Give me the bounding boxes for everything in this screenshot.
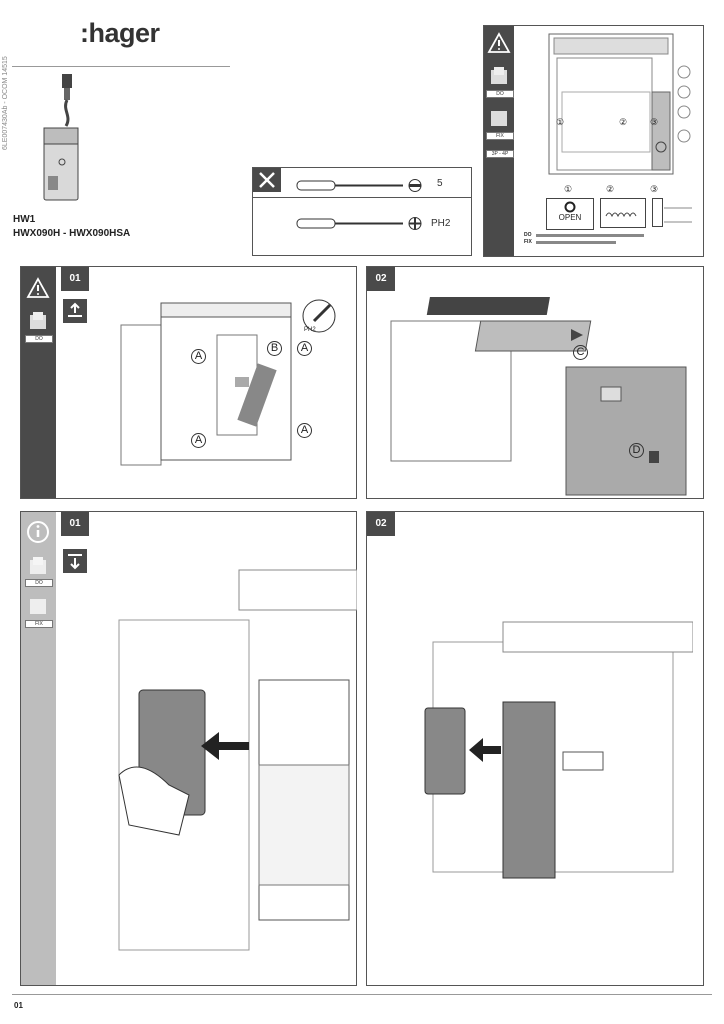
info-icon bbox=[27, 521, 49, 543]
module-insertion-illustration bbox=[118, 569, 357, 951]
product-module-illustration bbox=[43, 74, 79, 201]
remove-icon bbox=[63, 299, 87, 323]
legend-fix: FIX bbox=[524, 239, 532, 245]
callout-d: D bbox=[629, 443, 644, 458]
phillips-screwdriver-icon bbox=[296, 217, 422, 230]
step-3-sidebar: DO FIX bbox=[21, 512, 56, 985]
open-label: OPEN bbox=[558, 213, 582, 222]
callout-b: B bbox=[267, 341, 282, 356]
module-installed-illustration bbox=[424, 621, 693, 879]
warning-sidebar: DO FIX 3P - 4P bbox=[484, 26, 514, 256]
insert-icon bbox=[63, 549, 87, 573]
drawout-icon bbox=[491, 67, 507, 84]
step-panel-3: DO FIX 01 bbox=[20, 511, 357, 986]
callout-a: A bbox=[191, 349, 206, 364]
tools-header bbox=[253, 168, 281, 192]
phillips-tool-callout-icon bbox=[302, 299, 336, 333]
step-marker-3: ③ bbox=[650, 117, 659, 127]
drawout-icon bbox=[30, 312, 46, 329]
tools-icon bbox=[259, 172, 275, 188]
drawout-icon bbox=[30, 557, 46, 574]
step-number: 01 bbox=[61, 512, 89, 536]
warning-icon bbox=[487, 32, 511, 53]
warning-icon bbox=[26, 277, 50, 298]
step-number: 01 bbox=[61, 267, 89, 291]
legend-do: DO bbox=[524, 232, 532, 238]
tag-do: DO bbox=[25, 335, 53, 343]
tools-panel: 5 PH2 bbox=[252, 167, 472, 256]
footer-divider bbox=[12, 994, 712, 995]
step-marker-1: ① bbox=[556, 117, 565, 127]
detail-marker-2: ② bbox=[606, 184, 615, 194]
step-1-sidebar: DO bbox=[21, 267, 56, 498]
legend-fix-bar bbox=[536, 241, 616, 244]
phillips-screwdriver-size: PH2 bbox=[431, 218, 451, 229]
legend-do-bar bbox=[536, 234, 644, 237]
header-divider bbox=[12, 66, 230, 67]
breaker-illustration bbox=[120, 302, 292, 466]
callout-a: A bbox=[191, 433, 206, 448]
flat-screwdriver-size: 5 bbox=[437, 178, 443, 189]
tag-do: DO bbox=[25, 579, 53, 587]
fixed-icon bbox=[491, 111, 507, 126]
breaker-front-view bbox=[548, 33, 691, 175]
tag-do: DO bbox=[486, 90, 514, 98]
open-indicator: OPEN bbox=[546, 198, 594, 230]
step-panel-2: 02 C D bbox=[366, 266, 704, 499]
callout-c: C bbox=[573, 345, 588, 360]
step-number: 02 bbox=[367, 512, 395, 536]
fixed-icon bbox=[30, 599, 46, 614]
spring-indicator bbox=[600, 198, 646, 228]
tool-label: PH2 bbox=[304, 327, 316, 333]
tag-fix: FIX bbox=[486, 132, 514, 140]
callout-a: A bbox=[297, 341, 312, 356]
product-code: HW1 bbox=[13, 214, 36, 225]
cover-removal-illustration bbox=[390, 297, 687, 496]
step-panel-1: DO 01 PH2 A B A A A bbox=[20, 266, 357, 499]
step-panel-4: 02 bbox=[366, 511, 704, 986]
open-circle-icon bbox=[564, 201, 576, 213]
product-models: HWX090H - HWX090HSA bbox=[13, 228, 131, 239]
step-marker-2: ② bbox=[619, 117, 628, 127]
callout-a: A bbox=[297, 423, 312, 438]
tag-fix: FIX bbox=[25, 620, 53, 628]
document-reference: 6LE007430Ab - OCOM 14515 bbox=[2, 56, 9, 150]
page-number: 01 bbox=[14, 1001, 23, 1010]
detail-marker-1: ① bbox=[564, 184, 573, 194]
ready-indicator bbox=[652, 198, 692, 227]
tag-poles: 3P - 4P bbox=[486, 150, 514, 158]
flat-screwdriver-icon bbox=[296, 179, 422, 192]
step-number: 02 bbox=[367, 267, 395, 291]
hager-logo: :hager bbox=[80, 18, 160, 48]
detail-marker-3: ③ bbox=[650, 184, 659, 194]
warning-panel: DO FIX 3P - 4P ① ② ③ ① ② ③ OPEN DO FIX bbox=[483, 25, 704, 257]
